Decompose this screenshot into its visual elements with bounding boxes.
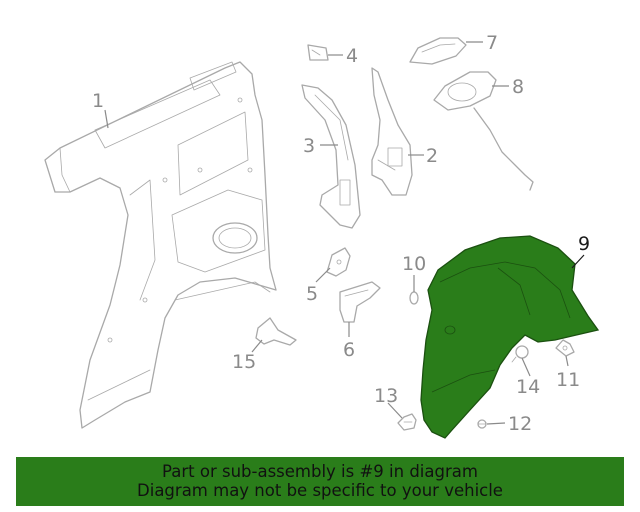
- leader-12: [486, 422, 506, 425]
- part-10-grommet: [409, 291, 419, 305]
- callout-labels: 1 2 3 4 5 6 7 8 9 10 11 12 13 14 15: [92, 32, 590, 435]
- part-9-shape: [420, 235, 600, 439]
- part-5-bracket: [326, 247, 351, 277]
- callout-3: 3: [303, 135, 315, 157]
- part-9-wheelhouse-liner: [420, 235, 600, 439]
- banner-line-1: Part or sub-assembly is #9 in diagram: [162, 462, 478, 481]
- part-2-pillar-reinforcement: [371, 67, 413, 196]
- part-1-quarter-panel: [44, 61, 277, 429]
- leader-14: [521, 357, 531, 377]
- part-3-pillar: [301, 84, 361, 229]
- callout-12: 12: [508, 413, 532, 435]
- part-8-fuel-housing: [433, 71, 534, 191]
- part-12-clip: [477, 419, 487, 429]
- callout-1: 1: [92, 90, 104, 112]
- leader-lines: [104, 41, 585, 425]
- callout-9: 9: [578, 233, 590, 255]
- callout-7: 7: [486, 32, 498, 54]
- leader-1: [104, 109, 109, 129]
- part-notice-banner: Part or sub-assembly is #9 in diagram Di…: [16, 457, 624, 506]
- callout-14: 14: [516, 376, 540, 398]
- callout-2: 2: [426, 145, 438, 167]
- callout-11: 11: [556, 369, 580, 391]
- part-11-push-clip: [555, 339, 575, 357]
- callout-13: 13: [374, 385, 398, 407]
- leader-11: [565, 355, 569, 367]
- part-4-bracket: [307, 44, 329, 61]
- leader-15: [251, 339, 263, 353]
- exploded-parts-diagram: 1 2 3 4 5 6 7 8 9 10 11 12 13 14 15: [44, 32, 600, 439]
- part-14-nut: [511, 345, 529, 363]
- banner-line-2: Diagram may not be specific to your vehi…: [137, 481, 503, 500]
- callout-15: 15: [232, 351, 256, 373]
- callout-5: 5: [306, 283, 318, 305]
- part-6-bracket: [339, 281, 381, 323]
- callout-6: 6: [343, 339, 355, 361]
- part-7-fuel-door: [409, 37, 467, 65]
- part-15-bracket: [255, 317, 297, 346]
- callout-4: 4: [346, 45, 358, 67]
- leader-5: [315, 267, 331, 283]
- leader-13: [387, 402, 403, 419]
- callout-10: 10: [402, 253, 426, 275]
- callout-8: 8: [512, 76, 524, 98]
- leader-9: [571, 254, 585, 269]
- part-13-bolt: [397, 413, 417, 431]
